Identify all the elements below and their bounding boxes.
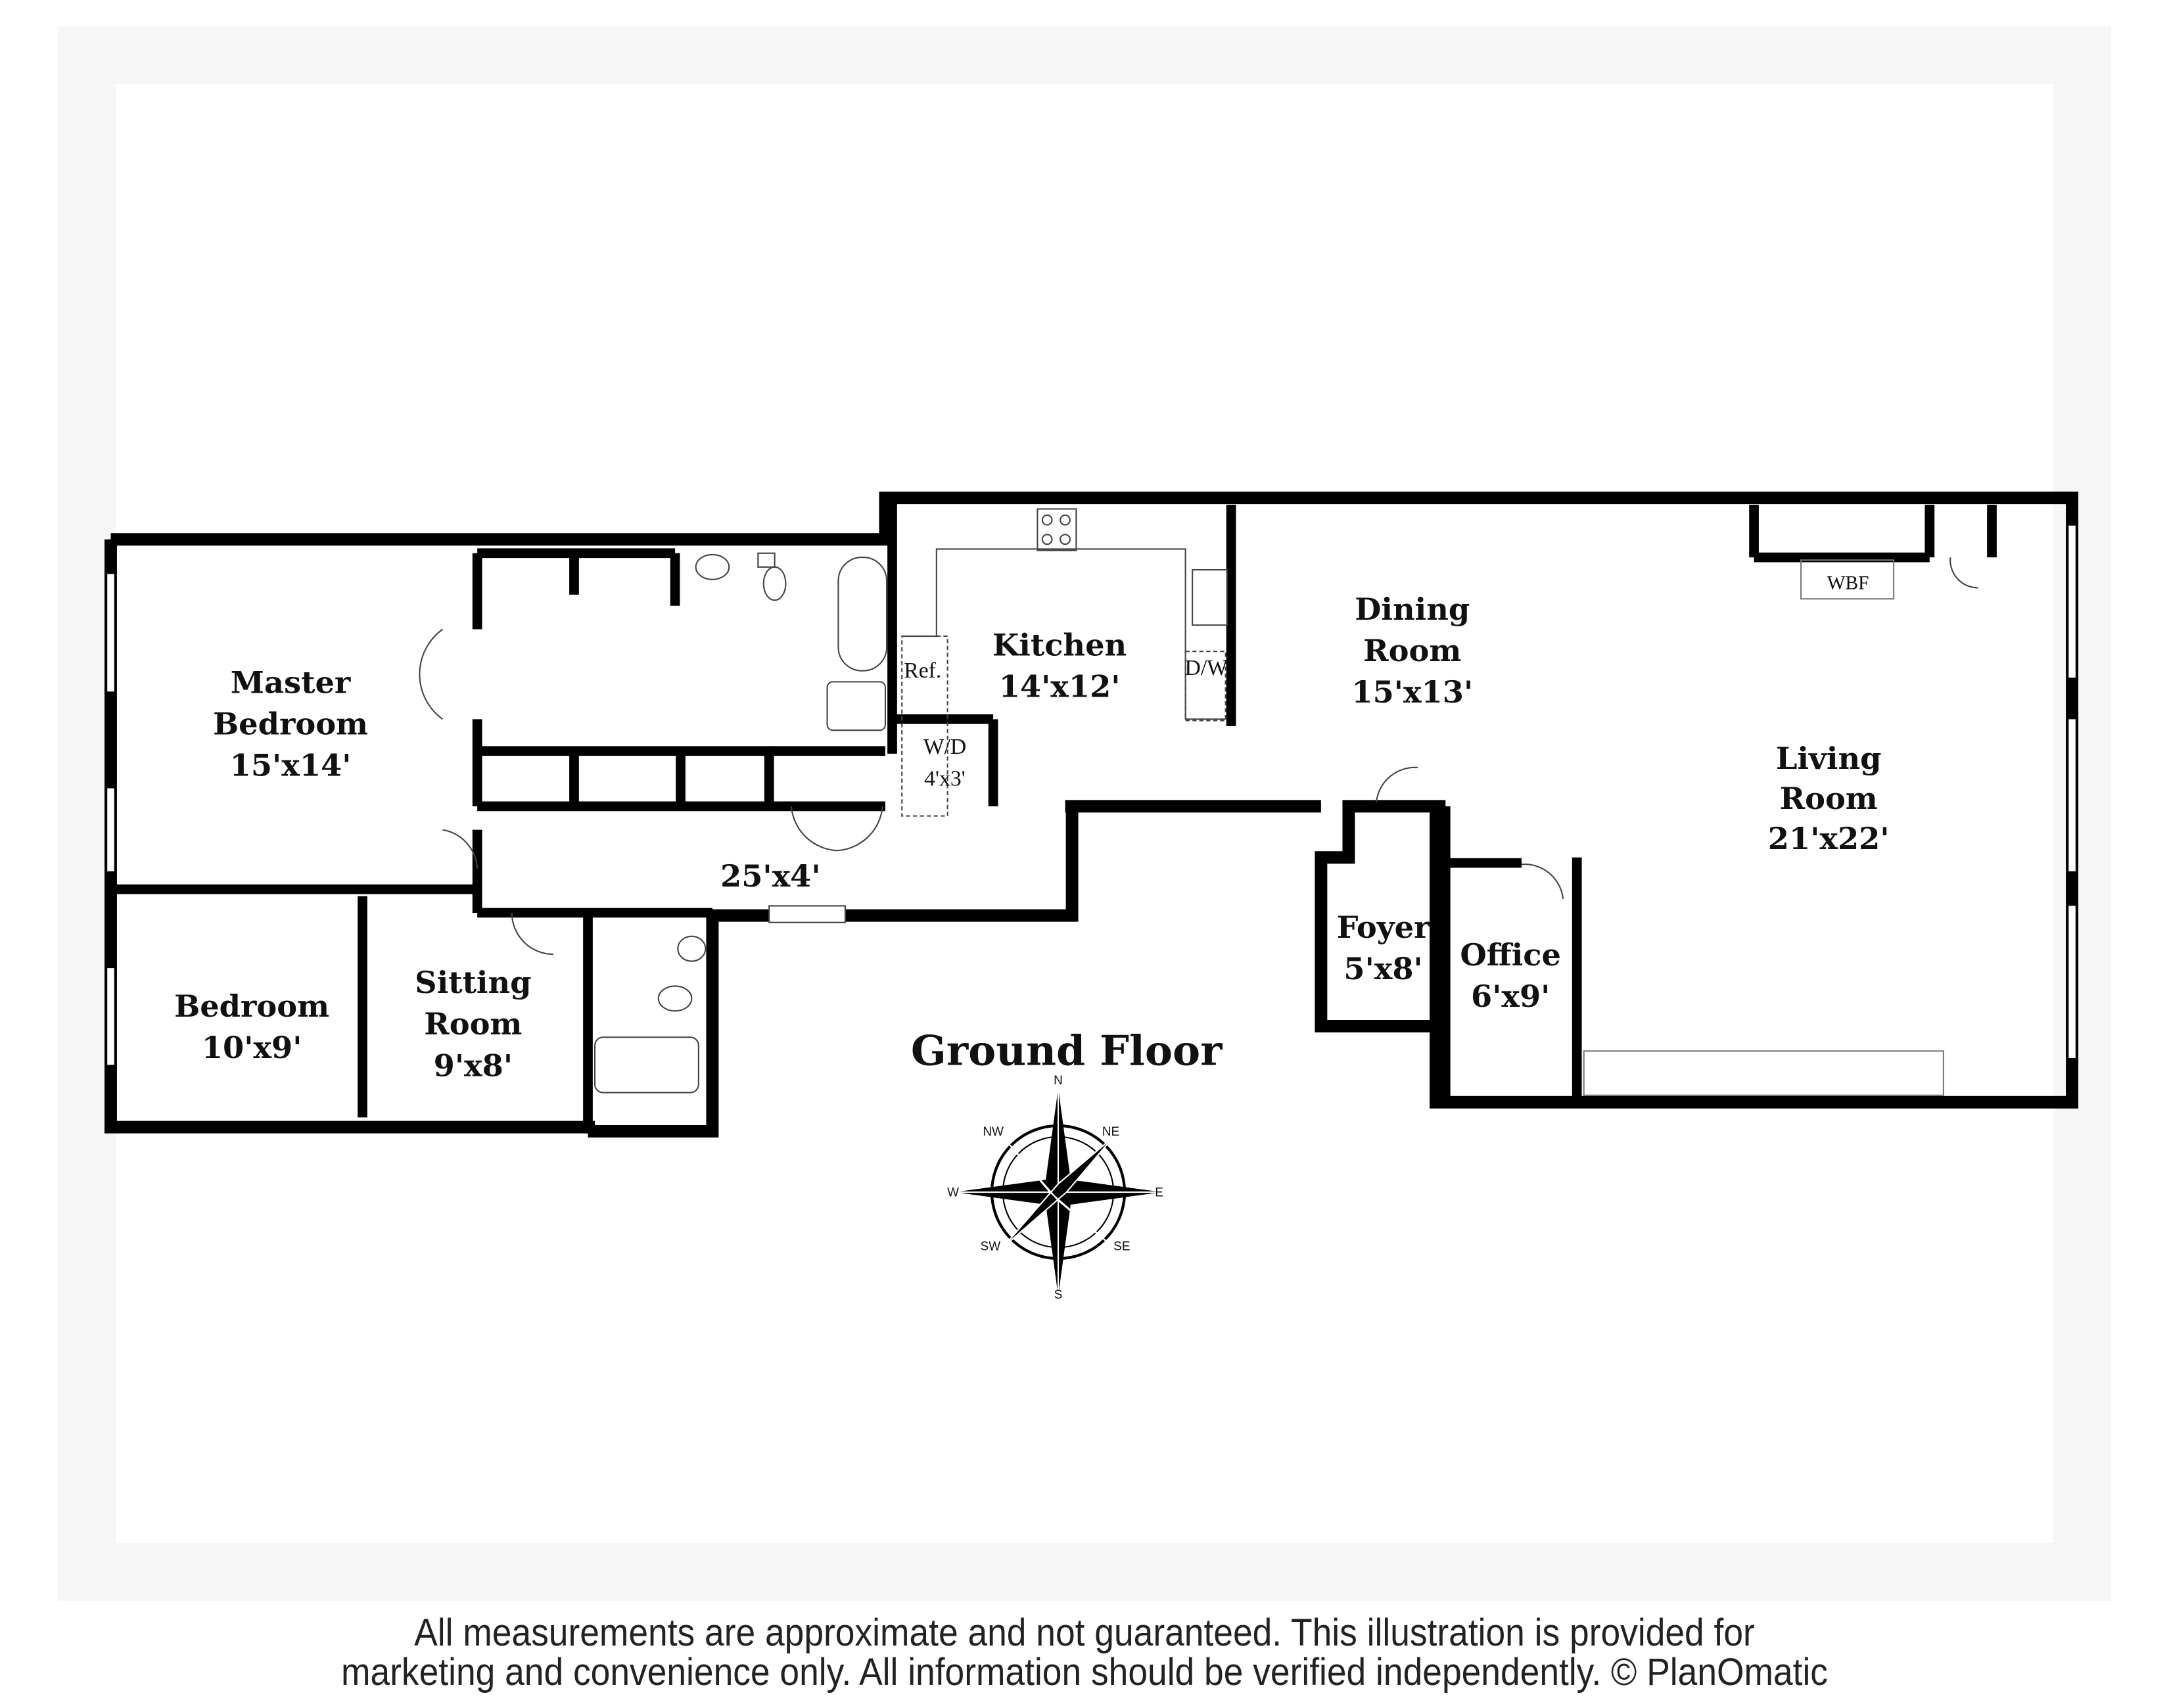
- kitchen-label: Kitchen: [992, 628, 1127, 663]
- master-bedroom-label: Master: [231, 664, 351, 700]
- living-room-label-2: Room: [1780, 781, 1878, 816]
- room-labels: Master Bedroom 15'x14' Bedroom 10'x9' Si…: [174, 572, 1889, 1083]
- office-label: Office: [1460, 937, 1561, 973]
- compass-w: W: [947, 1186, 959, 1199]
- page-background: [58, 26, 2111, 1601]
- dining-room-label-2: Room: [1363, 633, 1461, 668]
- living-room-size: 21'x22': [1768, 821, 1890, 856]
- floor-title: Ground Floor: [911, 1026, 1223, 1074]
- bedroom-size: 10'x9': [202, 1030, 302, 1065]
- compass-s: S: [1054, 1288, 1063, 1302]
- office-size: 6'x9': [1471, 979, 1550, 1014]
- master-bedroom-label-2: Bedroom: [213, 706, 368, 741]
- bedroom-label: Bedroom: [174, 988, 329, 1024]
- disclaimer: All measurements are approximate and not…: [87, 1613, 2082, 1692]
- disclaimer-line-1: All measurements are approximate and not…: [414, 1611, 1755, 1654]
- compass-rose: N NE E SE S SW W NW: [947, 1074, 1163, 1302]
- compass-se: SE: [1113, 1239, 1130, 1253]
- kitchen-size: 14'x12': [999, 669, 1121, 704]
- dining-room-size: 15'x13': [1351, 674, 1473, 710]
- living-room-label: Living: [1776, 741, 1882, 776]
- foyer-size: 5'x8': [1343, 951, 1422, 986]
- compass-n: N: [1054, 1074, 1063, 1088]
- fixtures: [107, 508, 2076, 1096]
- compass-e: E: [1155, 1186, 1163, 1199]
- dining-room-label: Dining: [1355, 591, 1470, 627]
- sitting-room-label-2: Room: [424, 1006, 522, 1042]
- compass-nw: NW: [983, 1125, 1004, 1139]
- compass-star-icon: [952, 1086, 1162, 1296]
- foyer-label: Foyer: [1337, 910, 1431, 945]
- interior-walls: [110, 497, 1997, 1132]
- wood-burning-fireplace-label: WBF: [1827, 572, 1869, 593]
- exterior-walls: [104, 492, 2079, 1138]
- master-bedroom-size: 15'x14': [230, 748, 352, 783]
- wd-size: 4'x3': [924, 766, 966, 791]
- wd-label: W/D: [923, 735, 966, 759]
- refrigerator-label: Ref.: [904, 658, 941, 683]
- compass-ne: NE: [1102, 1125, 1119, 1139]
- sitting-room-label: Sitting: [415, 965, 531, 1000]
- hall-size: 25'x4': [720, 858, 821, 894]
- compass-sw: SW: [981, 1239, 1001, 1253]
- dishwasher-label: D/W: [1184, 656, 1228, 680]
- sitting-room-size: 9'x8': [434, 1048, 513, 1083]
- disclaimer-line-2: marketing and convenience only. All info…: [341, 1651, 1828, 1694]
